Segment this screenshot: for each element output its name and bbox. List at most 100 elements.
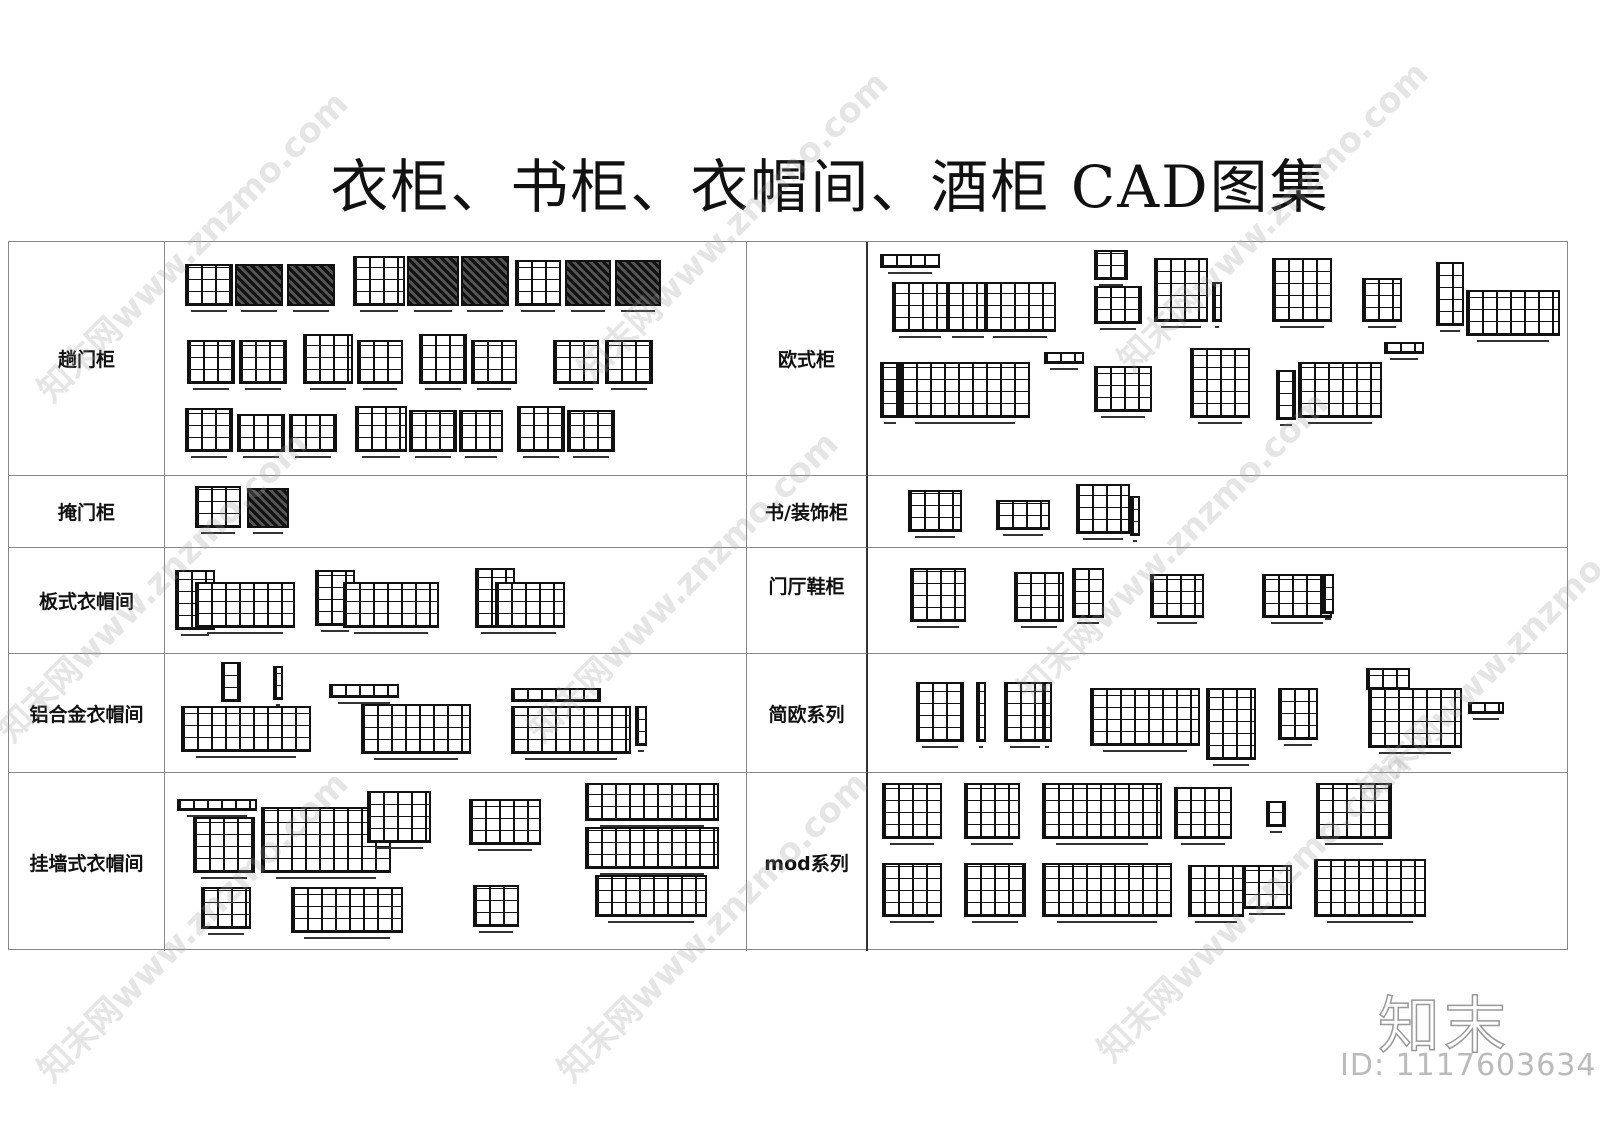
cad-drawing-thumbnail bbox=[329, 684, 399, 704]
drawing-caption-line bbox=[293, 310, 329, 312]
category-label: 掩门柜 bbox=[9, 476, 165, 548]
cad-drawing-thumbnail bbox=[289, 414, 337, 458]
cad-drawing-thumbnail bbox=[221, 662, 241, 708]
drawing-caption-line bbox=[477, 388, 511, 390]
cad-drawing-thumbnail bbox=[517, 406, 565, 458]
drawing-caption-line bbox=[309, 388, 347, 390]
cad-drawing-thumbnail bbox=[235, 264, 283, 312]
cad-drawing-thumbnail bbox=[201, 887, 251, 935]
cad-drawing-thumbnail bbox=[461, 256, 509, 312]
cad-drawing-thumbnail bbox=[615, 260, 661, 312]
drawing-caption-line bbox=[1102, 750, 1188, 752]
drawing-caption-line bbox=[1326, 921, 1414, 923]
drawing-caption-line bbox=[1367, 326, 1397, 328]
cad-drawing-thumbnail bbox=[1042, 783, 1162, 845]
category-label: 铝合金衣帽间 bbox=[9, 654, 165, 773]
cad-drawing-thumbnail bbox=[976, 682, 986, 748]
drawing-caption-line bbox=[621, 310, 655, 312]
drawing-cell bbox=[165, 773, 747, 951]
cad-drawing-thumbnail bbox=[181, 706, 311, 758]
drawing-caption-line bbox=[241, 310, 277, 312]
drawing-cell bbox=[868, 476, 1568, 548]
drawing-cell bbox=[165, 476, 747, 548]
drawing-caption-line bbox=[207, 933, 245, 935]
cad-drawing-thumbnail bbox=[419, 334, 467, 390]
cad-drawing-thumbnail bbox=[185, 408, 233, 458]
cad-drawing-thumbnail bbox=[409, 410, 457, 458]
drawing-caption-line bbox=[637, 750, 645, 752]
drawing-caption-line bbox=[375, 847, 423, 849]
drawing-caption-line bbox=[1020, 626, 1058, 628]
cad-drawing-thumbnail bbox=[247, 488, 289, 534]
category-label: 板式衣帽间 bbox=[9, 548, 165, 654]
drawing-caption-line bbox=[899, 336, 941, 338]
drawing-caption-line bbox=[1076, 622, 1100, 624]
cad-drawing-thumbnail bbox=[303, 334, 353, 390]
drawing-caption-line bbox=[1195, 921, 1237, 923]
drawing-caption-line bbox=[1003, 534, 1043, 536]
cad-drawing-thumbnail bbox=[882, 863, 942, 923]
drawing-caption-line bbox=[1325, 843, 1383, 845]
drawing-caption-line bbox=[191, 310, 227, 312]
drawing-caption-line bbox=[1099, 284, 1123, 286]
drawing-caption-line bbox=[1212, 764, 1250, 766]
drawing-caption-line bbox=[303, 937, 391, 939]
drawing-caption-line bbox=[413, 310, 453, 312]
category-label: 挂墙式衣帽间 bbox=[9, 773, 165, 951]
drawing-caption-line bbox=[1477, 340, 1549, 342]
drawing-caption-line bbox=[361, 456, 401, 458]
cad-drawing-thumbnail bbox=[595, 875, 707, 923]
cad-drawing-thumbnail bbox=[1314, 859, 1426, 923]
drawing-caption-line bbox=[1056, 921, 1158, 923]
cad-drawing-thumbnail bbox=[195, 582, 295, 634]
drawing-caption-line bbox=[607, 921, 695, 923]
drawing-cell bbox=[868, 548, 1568, 654]
cad-drawing-thumbnail bbox=[1366, 668, 1410, 696]
drawing-caption-line bbox=[978, 746, 984, 748]
drawing-caption-line bbox=[1044, 746, 1050, 748]
cad-drawing-thumbnail bbox=[1014, 572, 1064, 628]
drawing-caption-line bbox=[206, 632, 284, 634]
drawing-caption-line bbox=[480, 632, 510, 634]
cad-drawing-thumbnail bbox=[908, 490, 962, 538]
drawing-cell bbox=[868, 654, 1568, 773]
drawing-caption-line bbox=[354, 632, 428, 634]
cad-drawing-thumbnail bbox=[473, 885, 519, 933]
drawing-caption-line bbox=[524, 758, 618, 760]
cad-drawing-thumbnail bbox=[1072, 568, 1104, 624]
watermark-id: ID: 1117603634 bbox=[1340, 1048, 1597, 1083]
drawing-caption-line bbox=[1279, 326, 1325, 328]
drawing-caption-line bbox=[952, 336, 984, 338]
drawing-caption-line bbox=[600, 873, 704, 875]
drawing-caption-line bbox=[883, 422, 897, 424]
drawing-cell bbox=[165, 654, 747, 773]
drawing-caption-line bbox=[1248, 913, 1286, 915]
cad-drawing-thumbnail bbox=[357, 340, 403, 390]
drawing-caption-line bbox=[887, 272, 933, 274]
cad-drawing-thumbnail bbox=[882, 783, 942, 845]
cad-drawing-thumbnail bbox=[355, 406, 407, 458]
drawing-caption-line bbox=[186, 815, 248, 817]
drawing-caption-line bbox=[1101, 416, 1145, 418]
cad-drawing-thumbnail bbox=[1266, 801, 1286, 833]
drawing-caption-line bbox=[922, 746, 958, 748]
drawing-caption-line bbox=[914, 422, 1016, 424]
drawing-caption-line bbox=[275, 877, 377, 879]
cad-drawing-thumbnail bbox=[315, 570, 355, 632]
drawing-caption-line bbox=[465, 456, 497, 458]
cad-drawing-thumbnail bbox=[187, 340, 235, 390]
category-label: 欧式柜 bbox=[747, 242, 868, 476]
category-label: 书/装饰柜 bbox=[747, 476, 868, 548]
cad-drawing-thumbnail bbox=[605, 340, 653, 390]
drawing-caption-line bbox=[1269, 831, 1283, 833]
cad-drawing-thumbnail bbox=[515, 260, 561, 312]
drawing-caption-line bbox=[611, 388, 647, 390]
drawing-caption-line bbox=[245, 388, 281, 390]
cad-drawing-thumbnail bbox=[892, 282, 948, 338]
cad-drawing-thumbnail bbox=[195, 486, 241, 534]
cad-drawing-thumbnail bbox=[1298, 362, 1382, 424]
cad-drawing-thumbnail bbox=[343, 582, 439, 634]
cad-drawing-thumbnail bbox=[287, 264, 335, 312]
drawing-caption-line bbox=[915, 536, 955, 538]
cad-drawing-thumbnail bbox=[1090, 688, 1200, 752]
